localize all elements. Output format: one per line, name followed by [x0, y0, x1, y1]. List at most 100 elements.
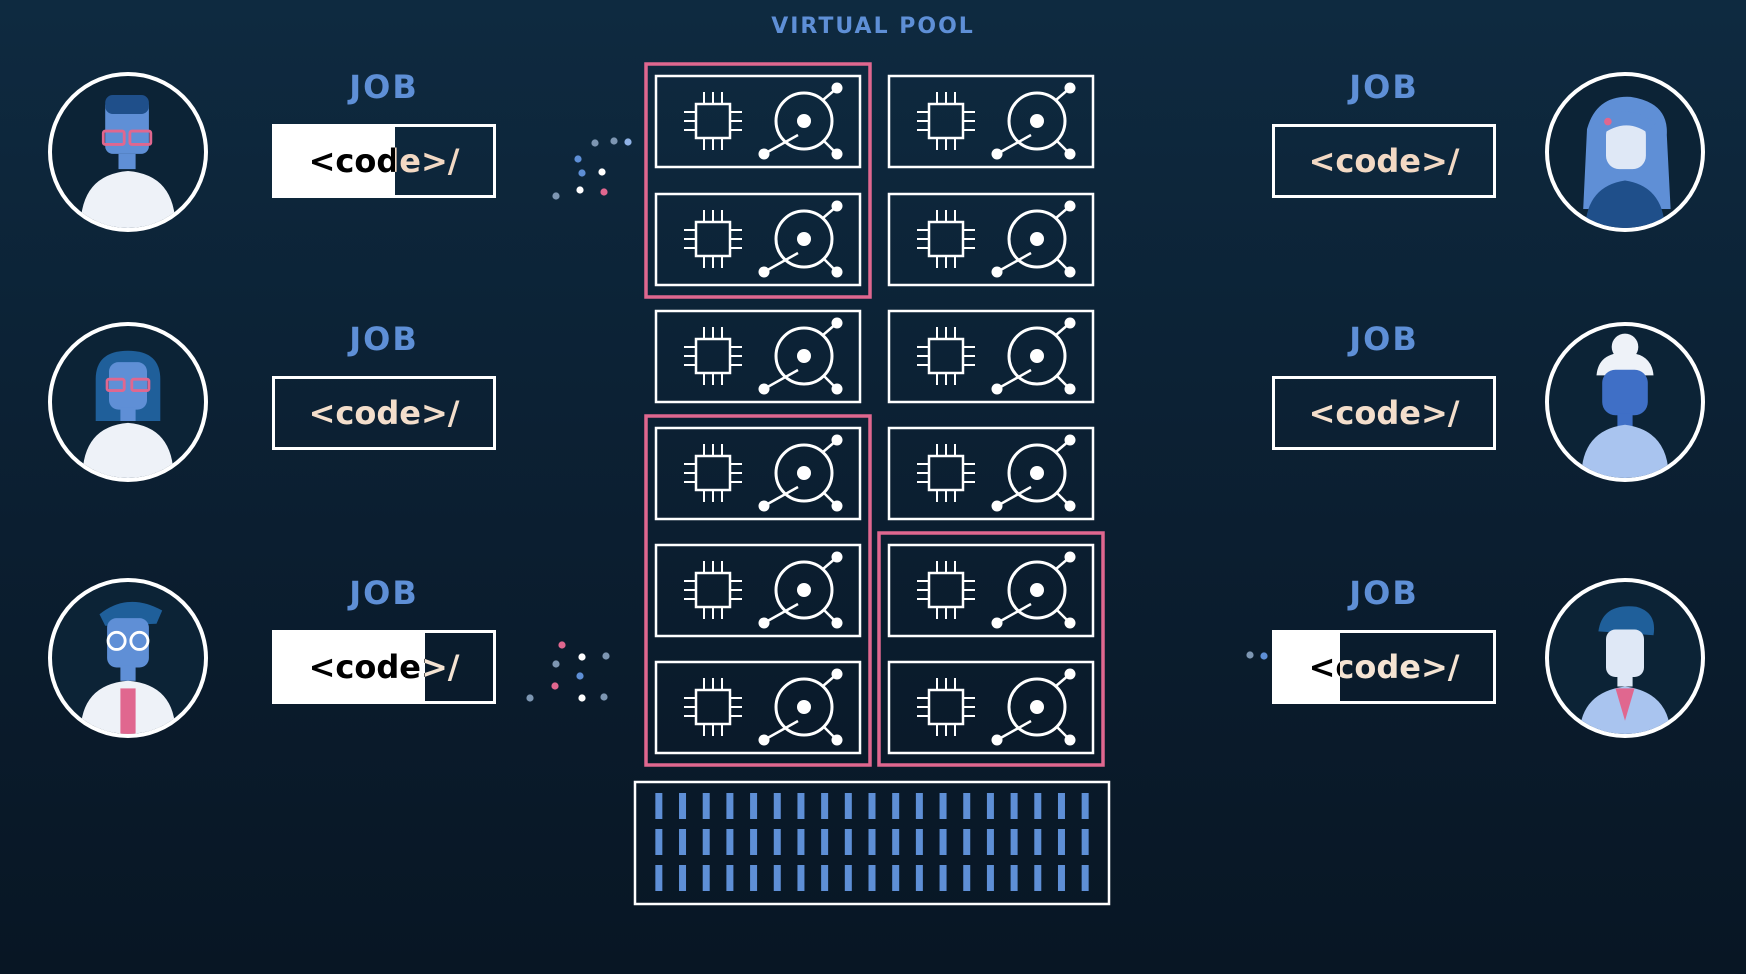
storage-slot	[750, 865, 758, 891]
storage-slot	[726, 829, 734, 855]
flow-dot	[600, 188, 608, 196]
storage-slot	[797, 793, 805, 819]
flow-dot	[574, 155, 582, 163]
job-code-box: <code>/	[1272, 124, 1496, 198]
flow-dot	[526, 694, 534, 702]
storage-slot	[702, 793, 710, 819]
storage-slot	[868, 829, 876, 855]
job-label: JOB	[349, 68, 419, 106]
storage-slot	[821, 865, 829, 891]
flow-dot	[610, 137, 618, 145]
flow-dot	[624, 138, 632, 146]
job-progress-fill	[1275, 633, 1341, 701]
storage-slot	[750, 793, 758, 819]
compute-unit	[654, 309, 862, 404]
job-code: <code>/	[308, 648, 460, 686]
storage-slot	[892, 829, 900, 855]
flow-dot	[578, 653, 586, 661]
user-scientist-icon	[48, 578, 208, 738]
flow-dot	[598, 168, 606, 176]
storage-slot	[702, 829, 710, 855]
job-code-box: <code>/	[272, 630, 496, 704]
job-progress-fill	[275, 633, 426, 701]
pool-title: VIRTUAL POOL	[771, 14, 975, 39]
user-man-beanie-icon	[1545, 578, 1705, 738]
compute-unit	[654, 543, 862, 638]
storage-slot	[1034, 829, 1042, 855]
compute-unit	[887, 426, 1095, 521]
job-label: JOB	[1349, 574, 1419, 612]
user-woman-bun-icon	[1545, 322, 1705, 482]
flow-dot	[1246, 651, 1254, 659]
storage-slot	[1057, 829, 1065, 855]
storage-slot	[939, 793, 947, 819]
user-woman-long-hair-icon	[1545, 72, 1705, 232]
storage-slot	[1081, 829, 1089, 855]
flow-dot	[1260, 652, 1268, 660]
storage-slot	[773, 829, 781, 855]
storage-slot	[986, 793, 994, 819]
storage-slot	[1010, 829, 1018, 855]
user-woman-glasses-icon	[48, 322, 208, 482]
job-code: <code>/	[1308, 394, 1460, 432]
storage-slot	[726, 865, 734, 891]
flow-dot	[600, 693, 608, 701]
job-code-box: <code>/	[272, 376, 496, 450]
storage-slot	[655, 793, 663, 819]
flow-dot	[578, 169, 586, 177]
storage-slot	[844, 829, 852, 855]
storage-slot	[1010, 865, 1018, 891]
storage-slot	[679, 865, 687, 891]
job-code-box: <code>/	[272, 124, 496, 198]
storage-slot	[986, 865, 994, 891]
storage-slot	[773, 865, 781, 891]
user-man-glasses-icon	[48, 72, 208, 232]
flow-dot	[558, 641, 566, 649]
job-code-box: <code>/	[1272, 630, 1496, 704]
storage-slot	[750, 829, 758, 855]
compute-unit	[887, 192, 1095, 287]
storage-slot	[679, 793, 687, 819]
compute-unit	[887, 309, 1095, 404]
flow-dot	[552, 192, 560, 200]
storage-slot	[821, 793, 829, 819]
storage-slot	[939, 865, 947, 891]
flow-dot	[591, 139, 599, 147]
job-label: JOB	[1349, 320, 1419, 358]
flow-dot	[552, 660, 560, 668]
storage-slot	[1057, 865, 1065, 891]
compute-unit	[887, 543, 1095, 638]
storage-slot	[844, 793, 852, 819]
job-label: JOB	[1349, 68, 1419, 106]
flow-dot	[602, 652, 610, 660]
compute-unit	[654, 660, 862, 755]
storage-slot	[892, 793, 900, 819]
storage-slot	[915, 829, 923, 855]
storage-slot	[915, 793, 923, 819]
storage-slot	[939, 829, 947, 855]
job-label: JOB	[349, 320, 419, 358]
storage-slot	[963, 865, 971, 891]
job-label: JOB	[349, 574, 419, 612]
storage-slot	[1010, 793, 1018, 819]
storage-slot	[702, 865, 710, 891]
flow-dot	[576, 186, 584, 194]
job-code: <code>/	[308, 394, 460, 432]
flow-dot	[576, 672, 584, 680]
storage-slot	[797, 829, 805, 855]
job-code: <code>/	[1308, 648, 1460, 686]
flow-dot	[551, 682, 559, 690]
allocation-highlight	[877, 531, 1105, 767]
compute-unit	[887, 74, 1095, 169]
storage-slot	[797, 865, 805, 891]
compute-unit	[654, 192, 862, 287]
storage-slot	[773, 793, 781, 819]
storage-slot	[963, 793, 971, 819]
storage-slot	[868, 865, 876, 891]
storage-slot	[868, 793, 876, 819]
storage-slot	[963, 829, 971, 855]
job-progress-fill	[275, 127, 395, 195]
storage-slot	[679, 829, 687, 855]
allocation-highlight	[644, 62, 872, 299]
